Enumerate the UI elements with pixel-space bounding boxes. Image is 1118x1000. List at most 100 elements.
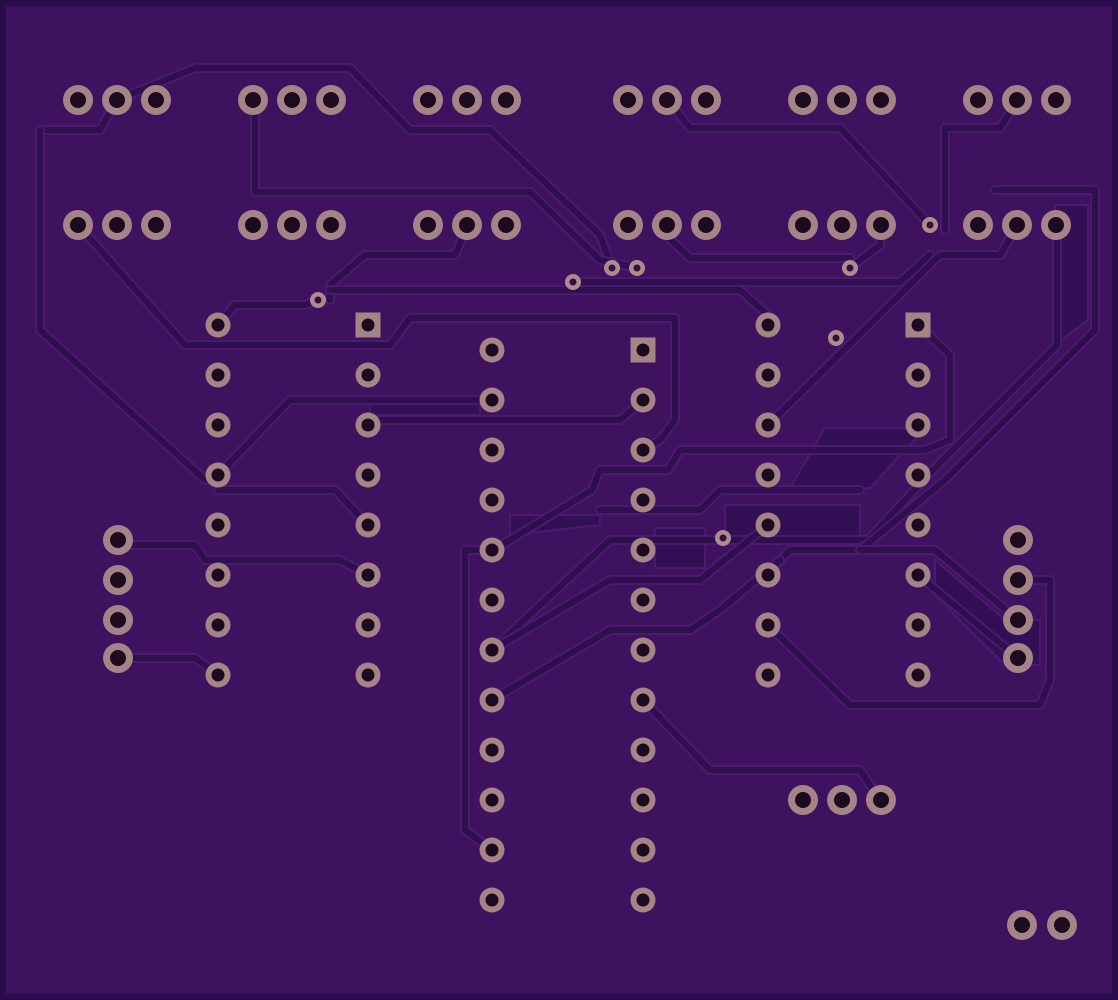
drill-hole <box>211 368 225 382</box>
dip24-pad <box>630 687 656 713</box>
copper-trace <box>640 697 883 803</box>
drill-hole <box>211 518 225 532</box>
via <box>828 330 844 346</box>
copper-trace <box>115 542 371 578</box>
copper-trace <box>462 547 495 853</box>
via <box>310 292 326 308</box>
drill-hole <box>911 318 925 332</box>
via-hole <box>314 296 322 304</box>
copper-trace <box>215 487 371 528</box>
via <box>565 274 581 290</box>
header-3pin-pad <box>1041 210 1071 240</box>
header-4pin-right-pad <box>1003 565 1033 595</box>
copper-trace <box>765 187 1098 578</box>
copper-trace <box>489 557 783 703</box>
drill-hole <box>636 343 650 357</box>
drill-hole <box>485 743 499 757</box>
header-3pin-pad <box>963 85 993 115</box>
copper-pour <box>654 527 706 569</box>
dip16-right-pad <box>755 362 781 388</box>
drill-hole <box>911 468 925 482</box>
header-4pin-left-pad <box>103 643 133 673</box>
drill-hole <box>420 92 436 108</box>
drill-hole <box>485 593 499 607</box>
dip24-pad <box>479 687 505 713</box>
dip16-left-pad <box>205 662 231 688</box>
header-2pin-pad <box>1007 910 1037 940</box>
drill-hole <box>1010 612 1026 628</box>
drill-hole <box>636 693 650 707</box>
drill-hole <box>211 468 225 482</box>
via-hole <box>633 264 641 272</box>
header-3pin-pad <box>866 85 896 115</box>
copper-trace <box>489 322 953 553</box>
dip24-pad <box>479 587 505 613</box>
drill-hole <box>361 418 375 432</box>
dip16-right-pin1-pad <box>905 312 931 338</box>
header-3pin-pad <box>963 210 993 240</box>
header-3pin-pad <box>788 785 818 815</box>
dip16-right-pad <box>755 512 781 538</box>
dip24-pin1-pad <box>630 337 656 363</box>
drill-hole <box>1010 650 1026 666</box>
header-4pin-right-pad <box>1003 605 1033 635</box>
header-3pin-pad <box>652 85 682 115</box>
drill-hole <box>636 743 650 757</box>
header-3pin-pad <box>63 85 93 115</box>
via <box>604 260 620 276</box>
drill-hole <box>245 92 261 108</box>
drill-hole <box>485 443 499 457</box>
dip24-pad <box>630 487 656 513</box>
header-3pin-pad <box>827 210 857 240</box>
drill-hole <box>1054 917 1070 933</box>
drill-hole <box>485 843 499 857</box>
drill-hole <box>109 217 125 233</box>
header-3pin-pad <box>827 785 857 815</box>
dip16-left-pad <box>355 512 381 538</box>
header-3pin-pad <box>652 210 682 240</box>
drill-hole <box>211 668 225 682</box>
dip24-pad <box>479 887 505 913</box>
drill-hole <box>834 92 850 108</box>
header-3pin-pad <box>102 210 132 240</box>
copper-trace <box>857 547 1021 623</box>
via <box>922 217 938 233</box>
drill-hole <box>361 618 375 632</box>
dip16-left-pad <box>205 362 231 388</box>
drill-hole <box>148 217 164 233</box>
dip16-left-pad <box>355 462 381 488</box>
drill-hole <box>795 92 811 108</box>
drill-hole <box>245 217 261 233</box>
drill-hole <box>636 493 650 507</box>
dip24-pad <box>630 887 656 913</box>
header-3pin-pad <box>691 85 721 115</box>
drill-hole <box>361 468 375 482</box>
header-3pin-pad <box>413 210 443 240</box>
header-3pin-pad <box>491 210 521 240</box>
drill-hole <box>485 893 499 907</box>
drill-hole <box>834 792 850 808</box>
header-3pin-pad <box>491 85 521 115</box>
header-3pin-pad <box>1041 85 1071 115</box>
drill-hole <box>636 543 650 557</box>
copper-pour <box>788 427 928 489</box>
header-3pin-pad <box>141 210 171 240</box>
drill-hole <box>485 543 499 557</box>
copper-trace <box>765 577 1053 708</box>
dip24-pad <box>479 387 505 413</box>
header-4pin-left-pad <box>103 605 133 635</box>
copper-trace <box>942 97 1021 233</box>
via-hole <box>926 221 934 229</box>
header-3pin-pad <box>102 85 132 115</box>
drill-hole <box>911 568 925 582</box>
dip16-left-pad <box>205 612 231 638</box>
dip16-left-pad <box>355 562 381 588</box>
header-3pin-pad <box>277 85 307 115</box>
header-3pin-pad <box>141 85 171 115</box>
drill-hole <box>284 217 300 233</box>
drill-hole <box>911 518 925 532</box>
drill-hole <box>636 843 650 857</box>
dip16-right-pad <box>755 462 781 488</box>
drill-hole <box>795 217 811 233</box>
dip16-right-pad <box>905 662 931 688</box>
